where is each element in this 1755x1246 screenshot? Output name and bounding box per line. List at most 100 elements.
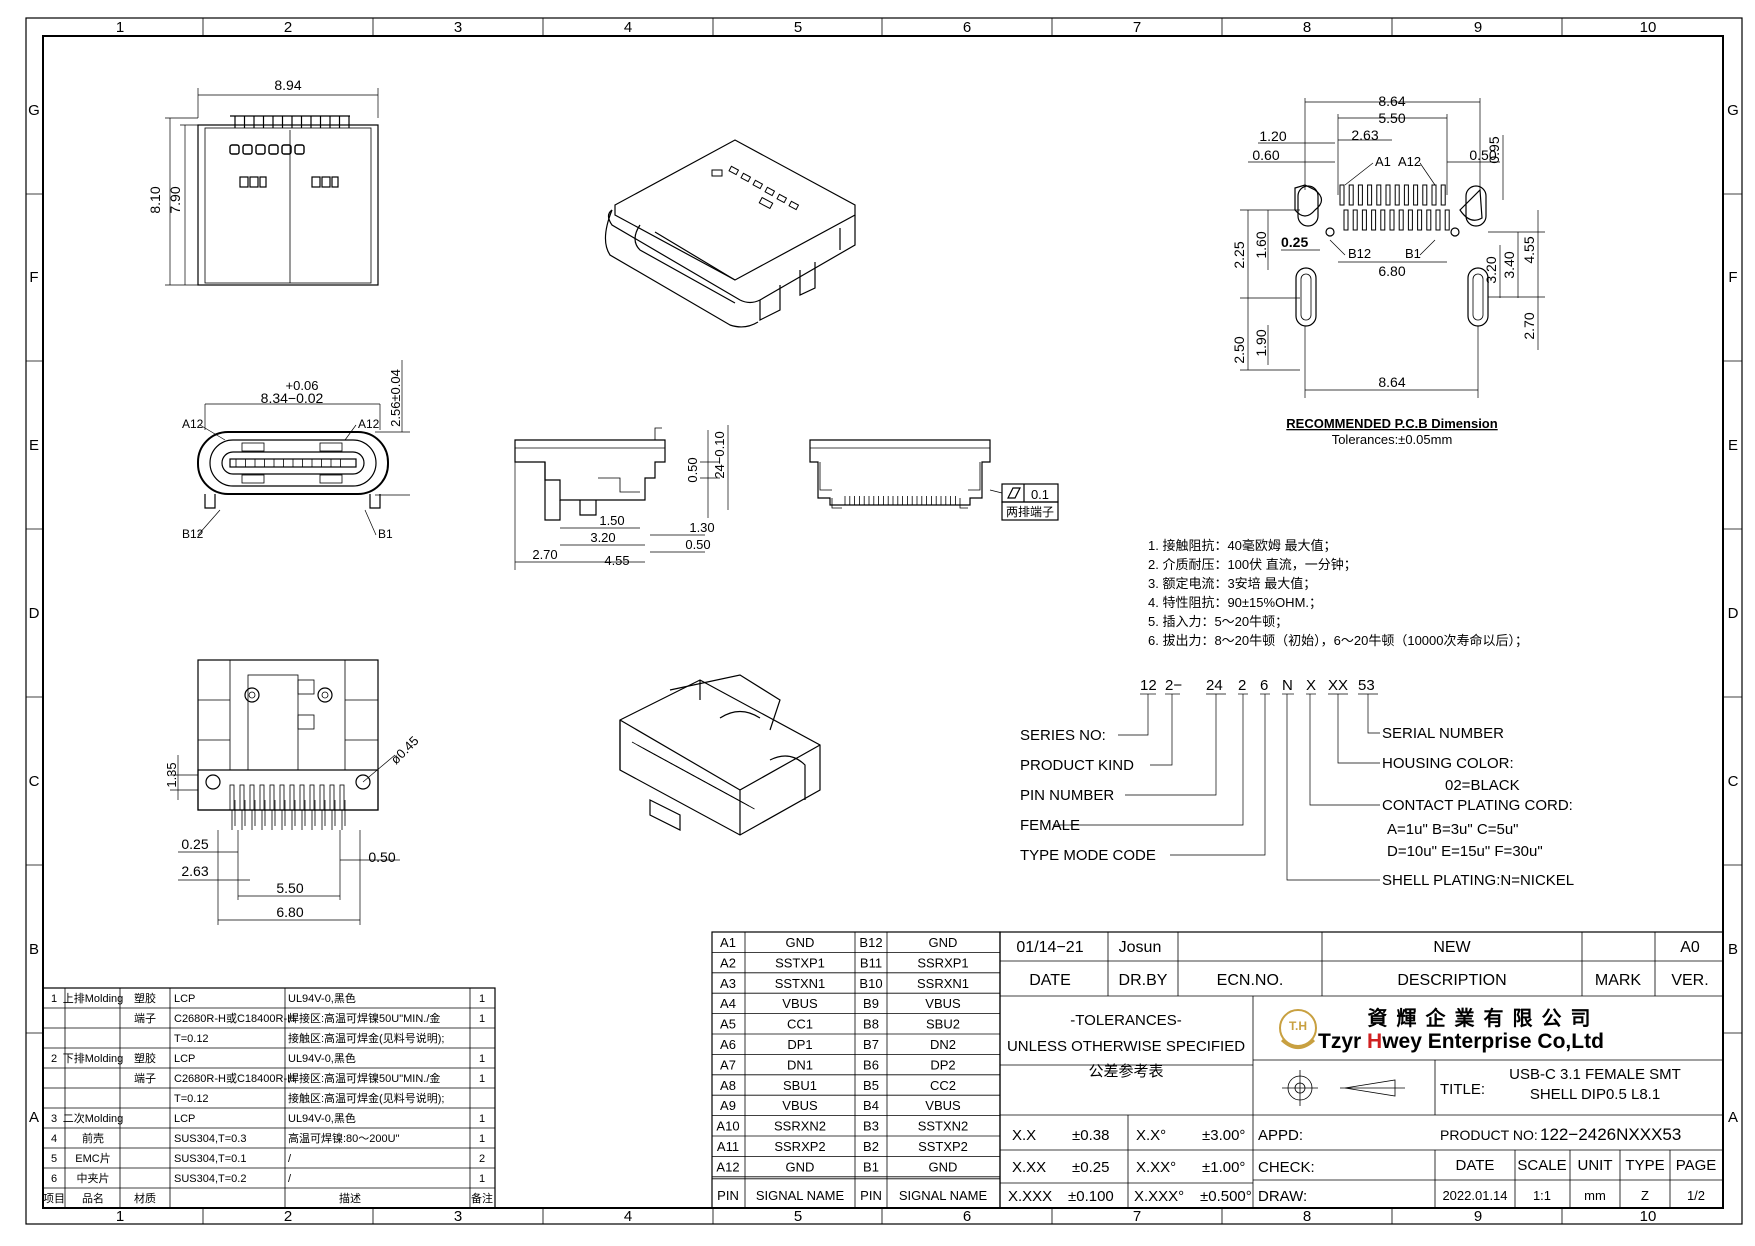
label-plating: CONTACT PLATING CORD: bbox=[1382, 797, 1573, 814]
grid-col-bottom-7: 7 bbox=[1133, 1208, 1141, 1225]
pcb-dim-120: 1.20 bbox=[1259, 128, 1286, 144]
pin-cell-8-1: VBUS bbox=[782, 1098, 818, 1113]
bom-cell-3-2: 塑胶 bbox=[134, 1051, 156, 1065]
tol-cn: 公差参考表 bbox=[1088, 1063, 1163, 1080]
dim-top-h2: 7.90 bbox=[167, 186, 183, 213]
tolerance-symbols bbox=[1282, 1070, 1405, 1106]
check-label: CHECK: bbox=[1258, 1159, 1315, 1176]
pin-cell-6-0: A7 bbox=[720, 1057, 736, 1072]
front-view: +0.06 8.34−0.02 2.56±0.04 A12 A12 B12 B1 bbox=[182, 360, 410, 541]
grid-col-top-1: 1 bbox=[116, 19, 124, 36]
pin-header-2: PIN bbox=[860, 1188, 882, 1203]
rev-desc-value: NEW bbox=[1433, 939, 1471, 956]
pcb-title: RECOMMENDED P.C.B Dimension bbox=[1286, 416, 1497, 431]
grid-row-right-E: E bbox=[1728, 437, 1738, 454]
isometric-top-view bbox=[604, 139, 856, 328]
grid-row-right-G: G bbox=[1727, 102, 1739, 119]
pin-cell-2-0: A3 bbox=[720, 976, 736, 991]
pin-cell-4-1: CC1 bbox=[787, 1017, 813, 1032]
bom-cell-0-3: LCP bbox=[174, 993, 195, 1005]
pin-cell-3-1: VBUS bbox=[782, 996, 818, 1011]
pcb-tolerance: Tolerances:±0.05mm bbox=[1332, 432, 1453, 447]
rear-view: 0.1 两排端子 bbox=[809, 439, 1059, 521]
pin-cell-7-3: CC2 bbox=[930, 1078, 956, 1093]
spec-notes: 1. 接触阻抗：40毫欧姆 最大值； 2. 介质耐压：100伏 直流，一分钟； … bbox=[1148, 538, 1528, 649]
bom-cell-1-3: C2680R-H或C18400R-H bbox=[174, 1012, 295, 1025]
bom-header-0: 项目 bbox=[43, 1192, 65, 1205]
code-seg-6: X bbox=[1306, 677, 1316, 694]
bom-cell-1-4: 焊接区:高温可焊镍50U"MIN./金 bbox=[288, 1011, 440, 1025]
product-no-label: PRODUCT NO: bbox=[1440, 1127, 1538, 1143]
val-date: 2022.01.14 bbox=[1442, 1188, 1507, 1203]
pcb-dim-864-bot: 8.64 bbox=[1378, 374, 1405, 390]
dim-bottom-050: 0.50 bbox=[368, 849, 395, 865]
pin-cell-3-2: B9 bbox=[863, 996, 879, 1011]
pcb-dim-263: 2.63 bbox=[1351, 127, 1378, 143]
label-serial: SERIAL NUMBER bbox=[1382, 725, 1504, 742]
bom-cell-3-0: 2 bbox=[51, 1053, 57, 1065]
label-plating-opts1: A=1u" B=3u" C=5u" bbox=[1387, 821, 1518, 838]
pin-cell-1-3: SSRXP1 bbox=[917, 955, 968, 970]
dim-bottom-263: 2.63 bbox=[181, 863, 208, 879]
note-2: 2. 介质耐压：100伏 直流，一分钟； bbox=[1148, 557, 1357, 573]
bom-cell-9-5: 1 bbox=[479, 1173, 485, 1185]
pin-cell-4-3: SBU2 bbox=[926, 1017, 960, 1032]
bom-cell-7-5: 1 bbox=[479, 1133, 485, 1145]
dim-bottom-045: ø0.45 bbox=[388, 733, 422, 767]
front-label-b12: B12 bbox=[182, 527, 204, 541]
pin-header-0: PIN bbox=[717, 1188, 739, 1203]
grid-col-top-3: 3 bbox=[454, 19, 462, 36]
pin-cell-5-3: DN2 bbox=[930, 1037, 956, 1052]
grid-col-top-10: 10 bbox=[1640, 19, 1657, 36]
dim-front-tol: +0.06 bbox=[286, 378, 319, 393]
grid-row-left-C: C bbox=[29, 773, 40, 790]
bom-header-1: 品名 bbox=[82, 1191, 104, 1205]
bom-cell-8-0: 5 bbox=[51, 1153, 57, 1165]
tol-r2-d: ±1.00° bbox=[1202, 1159, 1245, 1176]
grid-row-right-A: A bbox=[1728, 1109, 1738, 1126]
bom-cell-3-3: LCP bbox=[174, 1053, 195, 1065]
label-pin-number: PIN NUMBER bbox=[1020, 787, 1114, 804]
bom-cell-0-4: UL94V-0,黑色 bbox=[288, 991, 356, 1005]
rev-mark-header: MARK bbox=[1595, 972, 1642, 989]
dim-bottom-550: 5.50 bbox=[276, 880, 303, 896]
bom-cell-4-4: 焊接区:高温可焊镍50U"MIN./金 bbox=[288, 1071, 440, 1085]
pin-cell-7-0: A8 bbox=[720, 1078, 736, 1093]
dim-front-width: 8.34−0.02 bbox=[261, 390, 324, 406]
pcb-dim-250: 2.50 bbox=[1231, 336, 1247, 363]
pin-cell-3-0: A4 bbox=[720, 996, 736, 1011]
tol-r3-c: X.XXX° bbox=[1134, 1188, 1184, 1205]
pin-cell-9-0: A10 bbox=[716, 1119, 739, 1134]
pcb-label-a12: A12 bbox=[1398, 154, 1421, 169]
bom-cell-8-4: / bbox=[288, 1153, 292, 1165]
tol-title: -TOLERANCES- bbox=[1070, 1012, 1181, 1029]
bom-cell-8-1: EMC片 bbox=[75, 1152, 110, 1165]
bottom-view: 1.35 ø0.45 0.25 2.63 0.50 5.50 6.80 bbox=[164, 659, 422, 925]
bom-cell-7-1: 前壳 bbox=[82, 1131, 104, 1145]
pcb-dim-864-top: 8.64 bbox=[1378, 93, 1405, 109]
tol-r1-d: ±3.00° bbox=[1202, 1127, 1245, 1144]
label-black: 02=BLACK bbox=[1445, 777, 1520, 794]
title-label: TITLE: bbox=[1440, 1081, 1485, 1098]
code-seg-3: 2 bbox=[1238, 677, 1246, 694]
grid-col-top-8: 8 bbox=[1303, 19, 1311, 36]
pin-cell-10-3: SSTXP2 bbox=[918, 1139, 968, 1154]
grid-col-bottom-9: 9 bbox=[1474, 1208, 1482, 1225]
part-number-code: 12 2− 24 2 6 N X XX 53 SERIES NO: PRODUC… bbox=[1020, 677, 1574, 889]
tol-r2-a: X.XX bbox=[1012, 1159, 1046, 1176]
rev-drby-header: DR.BY bbox=[1119, 972, 1168, 989]
pin-cell-0-3: GND bbox=[929, 935, 958, 950]
hdr-date: DATE bbox=[1456, 1157, 1495, 1174]
note-4: 4. 特性阻抗：90±15%OHM.； bbox=[1148, 595, 1322, 611]
bom-header-4: 备注 bbox=[471, 1191, 493, 1205]
dim-side-050: 0.50 bbox=[685, 457, 700, 482]
bom-cell-3-1: 下排Molding bbox=[63, 1051, 124, 1065]
grid-col-bottom-4: 4 bbox=[624, 1208, 632, 1225]
pcb-dim-340: 3.40 bbox=[1501, 251, 1517, 278]
bom-cell-7-4: 高温可焊镍:80～200U" bbox=[288, 1131, 400, 1145]
grid-row-left-F: F bbox=[29, 269, 38, 286]
bom-cell-9-4: / bbox=[288, 1173, 292, 1185]
